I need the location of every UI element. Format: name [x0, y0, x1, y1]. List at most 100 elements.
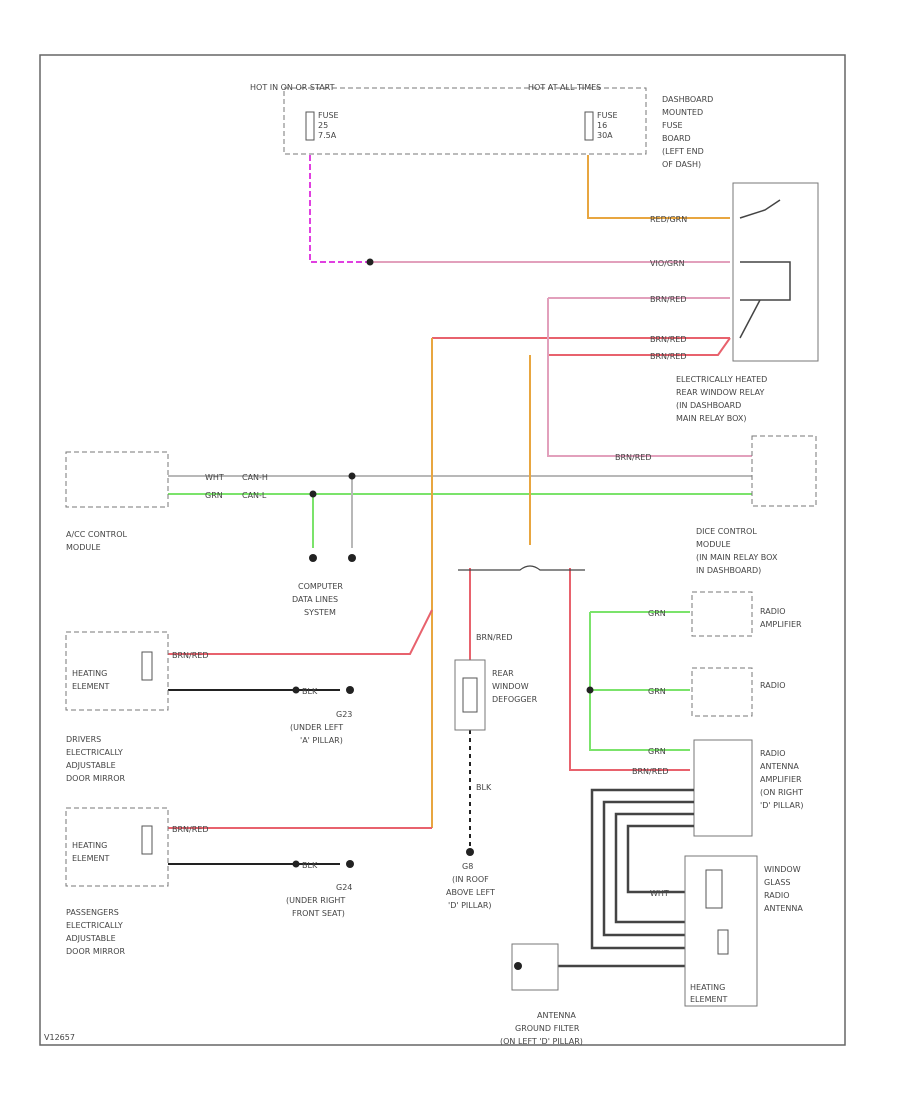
passenger-mirror: HEATING ELEMENT PASSENGERS ELECTRICALLY … [65, 807, 169, 956]
svg-text:DOOR MIRROR: DOOR MIRROR [66, 774, 126, 783]
ground-filter: ANTENNA GROUND FILTER (ON LEFT 'D' PILLA… [500, 943, 583, 1046]
svg-text:RADIO: RADIO [764, 891, 790, 900]
rear-window-defogger: REAR WINDOW DEFOGGER [454, 659, 538, 731]
fuse-left: FUSE 25 7.5A [305, 111, 339, 141]
svg-text:GLASS: GLASS [764, 878, 790, 887]
svg-text:ELECTRICALLY HEATED: ELECTRICALLY HEATED [676, 375, 767, 384]
svg-text:COMPUTER: COMPUTER [298, 582, 343, 591]
svg-text:CAN-L: CAN-L [242, 491, 267, 500]
svg-text:ELEMENT: ELEMENT [690, 995, 728, 1004]
pass-mirror-wires [168, 827, 432, 865]
svg-text:(IN DASHBOARD: (IN DASHBOARD [676, 401, 741, 410]
svg-text:OF DASH): OF DASH) [662, 160, 701, 169]
svg-text:DICE CONTROL: DICE CONTROL [696, 527, 757, 536]
svg-text:BRN/RED: BRN/RED [650, 295, 687, 304]
svg-text:ANTENNA: ANTENNA [760, 762, 799, 771]
svg-text:BRN/RED: BRN/RED [650, 335, 687, 344]
svg-text:ELEMENT: ELEMENT [72, 854, 110, 863]
svg-text:MOUNTED: MOUNTED [662, 108, 703, 117]
svg-text:(ON RIGHT: (ON RIGHT [760, 788, 803, 797]
svg-text:VIO/GRN: VIO/GRN [650, 259, 685, 268]
svg-text:MODULE: MODULE [66, 543, 101, 552]
svg-text:REAR: REAR [492, 669, 514, 678]
radio: RADIO [691, 667, 786, 717]
computer-data-label: COMPUTER DATA LINES SYSTEM [292, 582, 343, 617]
svg-text:A/CC CONTROL: A/CC CONTROL [66, 530, 127, 539]
dashboard-fuse-label: DASHBOARD MOUNTED FUSE BOARD (LEFT END O… [662, 95, 713, 169]
svg-text:HEATING: HEATING [72, 669, 107, 678]
svg-text:DRIVERS: DRIVERS [66, 735, 101, 744]
window-antenna: WINDOW GLASS RADIO ANTENNA HEATING ELEME… [684, 855, 803, 1007]
svg-text:G8: G8 [462, 862, 473, 871]
svg-text:(IN ROOF: (IN ROOF [452, 875, 489, 884]
svg-text:IN DASHBOARD): IN DASHBOARD) [696, 566, 761, 575]
svg-text:BRN/RED: BRN/RED [172, 651, 209, 660]
svg-text:AMPLIFIER: AMPLIFIER [760, 775, 802, 784]
svg-text:GROUND FILTER: GROUND FILTER [515, 1024, 580, 1033]
svg-text:BRN/RED: BRN/RED [172, 825, 209, 834]
wire-magenta [309, 155, 370, 263]
svg-text:FUSE: FUSE [662, 121, 683, 130]
svg-text:'D' PILLAR): 'D' PILLAR) [448, 901, 492, 910]
svg-text:HEATING: HEATING [72, 841, 107, 850]
defogger-wires [458, 565, 690, 850]
svg-text:REAR WINDOW RELAY: REAR WINDOW RELAY [676, 388, 764, 397]
svg-text:BLK: BLK [302, 687, 318, 696]
hot-all-label: HOT AT ALL TIMES [528, 83, 601, 92]
svg-text:FRONT SEAT): FRONT SEAT) [292, 909, 345, 918]
svg-text:BRN/RED: BRN/RED [476, 633, 513, 642]
can-bus [168, 298, 752, 828]
svg-text:G24: G24 [336, 883, 352, 892]
svg-text:ELECTRICALLY: ELECTRICALLY [66, 748, 123, 757]
rear-window-relay: ELECTRICALLY HEATED REAR WINDOW RELAY (I… [676, 182, 819, 423]
svg-text:30A: 30A [597, 131, 613, 140]
svg-text:WHT: WHT [650, 889, 669, 898]
svg-text:G23: G23 [336, 710, 352, 719]
svg-text:GRN: GRN [648, 747, 666, 756]
svg-text:'D' PILLAR): 'D' PILLAR) [760, 801, 804, 810]
svg-text:BRN/RED: BRN/RED [615, 453, 652, 462]
wires-top [309, 155, 731, 356]
acc-module: A/CC CONTROL MODULE [65, 451, 169, 552]
g24-label: G24 (UNDER RIGHT FRONT SEAT) [286, 883, 352, 918]
svg-text:ELECTRICALLY: ELECTRICALLY [66, 921, 123, 930]
svg-text:DATA LINES: DATA LINES [292, 595, 338, 604]
svg-text:'A' PILLAR): 'A' PILLAR) [300, 736, 343, 745]
svg-text:FUSE: FUSE [597, 111, 618, 120]
svg-text:ELEMENT: ELEMENT [72, 682, 110, 691]
footer-code: V12657 [44, 1033, 75, 1042]
svg-text:ANTENNA: ANTENNA [537, 1011, 576, 1020]
fuse-board: HOT IN ON OR START HOT AT ALL TIMES FUSE… [250, 83, 713, 169]
svg-text:7.5A: 7.5A [318, 131, 337, 140]
radio-amplifier: RADIO AMPLIFIER [691, 591, 802, 637]
dice-module: DICE CONTROL MODULE (IN MAIN RELAY BOX I… [696, 435, 817, 575]
svg-text:16: 16 [597, 121, 607, 130]
svg-text:HEATING: HEATING [690, 983, 725, 992]
driver-mirror: HEATING ELEMENT DRIVERS ELECTRICALLY ADJ… [65, 631, 169, 783]
svg-text:(UNDER RIGHT: (UNDER RIGHT [286, 896, 345, 905]
svg-text:RADIO: RADIO [760, 607, 786, 616]
hot-start-label: HOT IN ON OR START [250, 83, 335, 92]
svg-text:BRN/RED: BRN/RED [632, 767, 669, 776]
fuse-right: FUSE 16 30A [584, 111, 618, 141]
svg-text:ANTENNA: ANTENNA [764, 904, 803, 913]
svg-text:ADJUSTABLE: ADJUSTABLE [66, 761, 116, 770]
svg-text:MAIN RELAY BOX): MAIN RELAY BOX) [676, 414, 747, 423]
svg-text:DOOR MIRROR: DOOR MIRROR [66, 947, 126, 956]
svg-text:GRN: GRN [648, 609, 666, 618]
diagram-frame [39, 54, 846, 1046]
svg-text:BRN/RED: BRN/RED [650, 352, 687, 361]
svg-text:FUSE: FUSE [318, 111, 339, 120]
svg-text:(IN MAIN RELAY BOX: (IN MAIN RELAY BOX [696, 553, 778, 562]
svg-text:(ON LEFT 'D' PILLAR): (ON LEFT 'D' PILLAR) [500, 1037, 583, 1046]
svg-text:GRN: GRN [648, 687, 666, 696]
svg-text:ABOVE LEFT: ABOVE LEFT [446, 888, 495, 897]
svg-text:BLK: BLK [476, 783, 492, 792]
svg-text:PASSENGERS: PASSENGERS [66, 908, 119, 917]
svg-text:CAN-H: CAN-H [242, 473, 268, 482]
svg-text:RED/GRN: RED/GRN [650, 215, 687, 224]
svg-text:WINDOW: WINDOW [764, 865, 801, 874]
svg-text:AMPLIFIER: AMPLIFIER [760, 620, 802, 629]
svg-text:RADIO: RADIO [760, 681, 786, 690]
